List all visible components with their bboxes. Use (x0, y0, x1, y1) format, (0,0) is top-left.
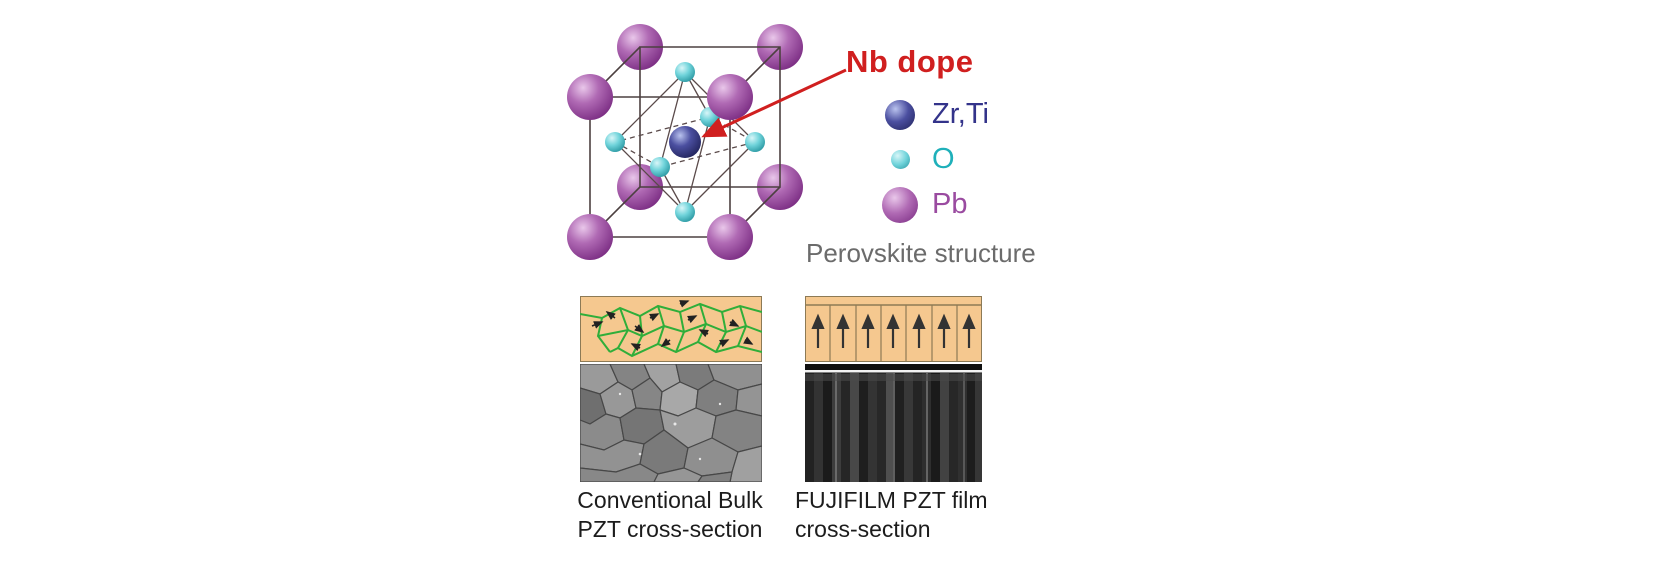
atom-legend: Zr,Ti O Pb (880, 92, 989, 227)
film-interface-line (805, 370, 982, 373)
octahedron-edges (613, 71, 757, 213)
columnar-texture (805, 373, 982, 482)
structure-caption: Perovskite structure (806, 238, 1036, 268)
o-sphere-icon (890, 150, 910, 169)
film-sem-image (805, 364, 982, 482)
legend-item-zrti: Zr,Ti (880, 92, 989, 137)
pb-sphere-icon (567, 74, 753, 260)
nb-dope-label: Nb dope (846, 44, 974, 79)
random-polarization-arrows (591, 300, 754, 352)
perovskite-crystal-diagram (567, 24, 803, 260)
caption-bulk: Conventional Bulk PZT cross-section (562, 486, 778, 545)
pb-sphere-icon (882, 186, 918, 223)
film-polarization-schematic (805, 296, 982, 362)
column-dividers (829, 305, 958, 362)
caption-bulk-line1: Conventional Bulk (577, 487, 763, 513)
aligned-polarization-arrows (811, 313, 976, 348)
caption-film-line2: cross-section (795, 516, 931, 543)
sem-specks (618, 392, 722, 461)
sem-grains (580, 364, 762, 482)
legend-label-o: O (932, 143, 955, 175)
legend-item-pb: Pb (880, 182, 989, 227)
bulk-polarization-schematic (580, 296, 762, 362)
legend-item-o: O (880, 137, 989, 182)
caption-film: FUJIFILM PZT film cross-section (795, 486, 1015, 545)
zr-ti-sphere-icon (669, 126, 701, 158)
o-sphere-icon (605, 62, 765, 222)
bulk-sem-image (580, 364, 762, 482)
legend-label-zrti: Zr,Ti (932, 98, 989, 130)
nb-dope-arrow-icon (701, 68, 847, 138)
zr-ti-sphere-icon (885, 99, 915, 130)
caption-film-line1: FUJIFILM PZT film (795, 487, 988, 513)
caption-bulk-line2: PZT cross-section (577, 516, 763, 543)
legend-label-pb: Pb (932, 188, 968, 220)
